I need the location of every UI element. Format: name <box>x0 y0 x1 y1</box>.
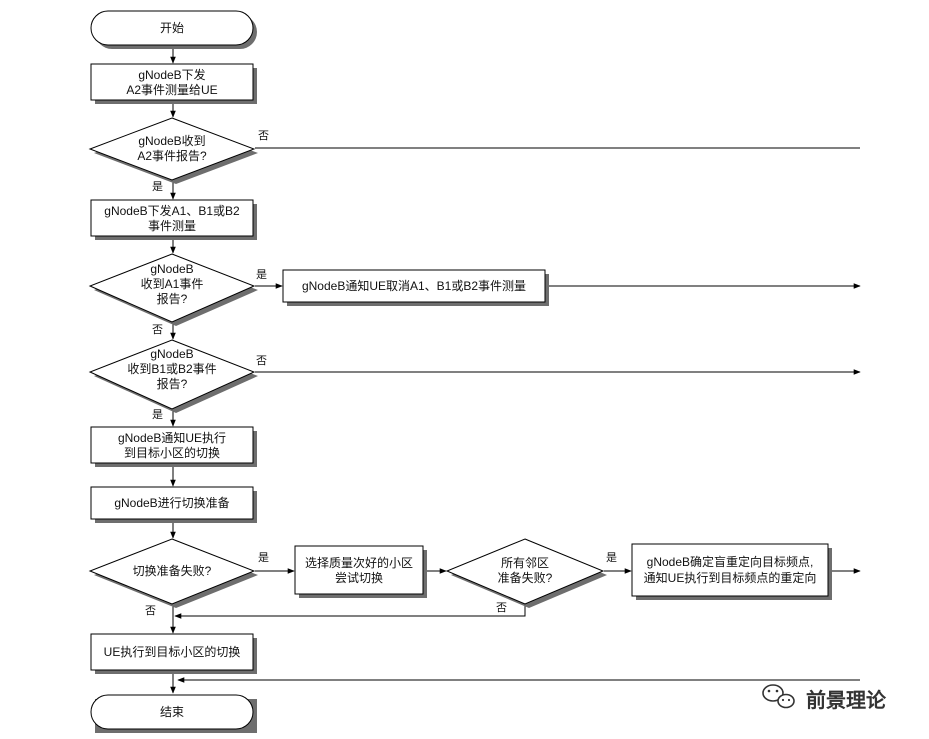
node-ue-handover-label: UE执行到目标小区的切换 <box>104 644 241 659</box>
label-yes-d3: 是 <box>152 408 163 421</box>
label-yes-d2: 是 <box>256 268 267 281</box>
label-no-d5: 否 <box>496 601 507 614</box>
decision-a1-line2: 收到A1事件 <box>141 277 204 291</box>
node-blind-redirect: gNodeB确定盲重定向目标频点, 通知UE执行到目标频点的重定向 <box>631 543 832 600</box>
node-prepare-handover: gNodeB进行切换准备 <box>90 486 257 523</box>
label-no-d4: 否 <box>145 604 156 617</box>
node-send-a2-line2: A2事件测量给UE <box>126 83 217 97</box>
decision-prepare-failed: 切换准备失败? <box>88 538 258 608</box>
decision-a2-report: gNodeB收到 A2事件报告? <box>88 117 258 184</box>
wechat-icon <box>762 684 795 709</box>
decision-a1-report: gNodeB 收到A1事件 报告? <box>88 253 258 326</box>
label-yes-d1: 是 <box>152 180 163 193</box>
node-cancel-measurement: gNodeB通知UE取消A1、B1或B2事件测量 <box>282 269 549 306</box>
start-label: 开始 <box>160 21 184 35</box>
node-ue-handover: UE执行到目标小区的切换 <box>90 633 257 674</box>
decision-all-line2: 准备失败? <box>498 570 553 585</box>
start-terminator: 开始 <box>90 10 257 49</box>
label-no-d1: 否 <box>258 129 269 142</box>
decision-all-line1: 所有邻区 <box>501 556 549 570</box>
decision-b1-b2-report: gNodeB 收到B1或B2事件 报告? <box>88 339 258 413</box>
label-yes-d4: 是 <box>258 551 269 564</box>
node-send-a1-line1: gNodeB下发A1、B1或B2 <box>104 203 240 218</box>
decision-prepare-label: 切换准备失败? <box>133 563 212 578</box>
watermark: 前景理论 <box>762 684 887 712</box>
connectors <box>170 44 861 694</box>
node-prepare-label: gNodeB进行切换准备 <box>114 496 229 510</box>
end-label: 结束 <box>160 705 184 719</box>
decision-a2-line1: gNodeB收到 <box>138 134 205 148</box>
node-notify-handover: gNodeB通知UE执行 到目标小区的切换 <box>90 426 257 467</box>
node-notify-line1: gNodeB通知UE执行 <box>118 431 226 445</box>
label-no-d3: 否 <box>256 354 267 367</box>
decision-a1-line3: 报告? <box>157 291 188 306</box>
end-terminator: 结束 <box>90 694 257 733</box>
node-send-a2: gNodeB下发 A2事件测量给UE <box>90 63 257 104</box>
decision-b1-line1: gNodeB <box>150 347 193 361</box>
label-yes-d5: 是 <box>606 551 617 564</box>
branch-labels: 否 是 是 否 否 是 是 否 是 否 <box>145 129 617 617</box>
watermark-text: 前景理论 <box>806 688 887 712</box>
node-select-next-cell: 选择质量次好的小区 尝试切换 <box>294 545 427 598</box>
node-send-a1-b1-b2: gNodeB下发A1、B1或B2 事件测量 <box>90 199 257 240</box>
decision-b1-line2: 收到B1或B2事件 <box>127 362 216 376</box>
node-send-a2-line1: gNodeB下发 <box>138 67 205 82</box>
node-redirect-line1: gNodeB确定盲重定向目标频点, <box>647 554 814 569</box>
node-send-a1-line2: 事件测量 <box>148 219 196 233</box>
node-cancel-label: gNodeB通知UE取消A1、B1或B2事件测量 <box>302 279 526 293</box>
node-redirect-line2: 通知UE执行到目标频点的重定向 <box>644 570 817 585</box>
node-notify-line2: 到目标小区的切换 <box>124 445 220 460</box>
decision-a1-line1: gNodeB <box>150 262 193 276</box>
decision-a2-line2: A2事件报告? <box>137 148 207 163</box>
decision-all-neighbors-failed: 所有邻区 准备失败? <box>445 538 607 608</box>
node-select-line1: 选择质量次好的小区 <box>305 555 413 570</box>
decision-b1-line3: 报告? <box>157 376 188 391</box>
node-select-line2: 尝试切换 <box>335 570 383 585</box>
label-no-d2: 否 <box>152 323 163 336</box>
